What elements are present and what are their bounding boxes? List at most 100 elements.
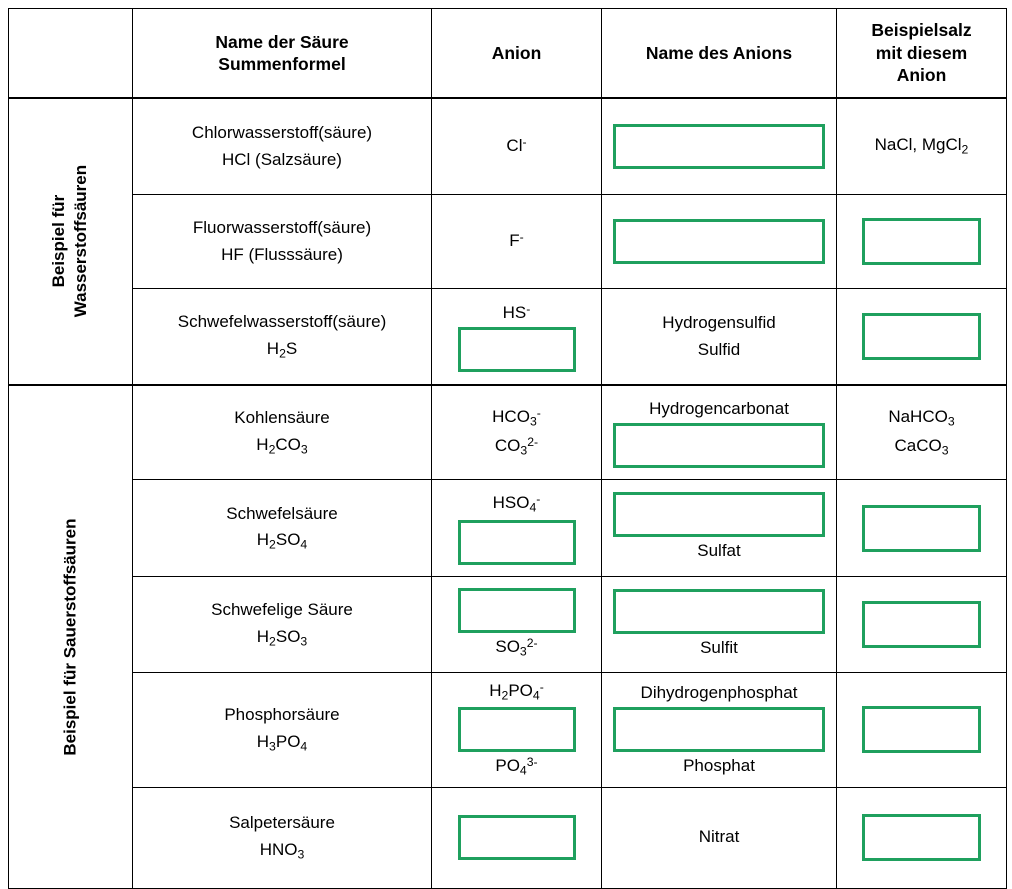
acid-name: Fluorwasserstoff(säure) — [192, 217, 372, 237]
answer-box[interactable] — [613, 588, 825, 634]
cell-stack: SO32- — [432, 580, 601, 670]
acid-name: Kohlensäure — [234, 408, 330, 428]
cell-text: F- — [509, 230, 524, 251]
vertical-label-line1: Beispiel für — [49, 195, 69, 288]
cell-stack — [837, 292, 1006, 382]
header-acid-name-line2: Summenformel — [218, 54, 346, 74]
answer-box[interactable] — [862, 601, 981, 648]
cell-stack — [837, 793, 1006, 883]
anion-cell: HCO3-CO32- — [431, 384, 602, 480]
cell-stack: Cl- — [432, 102, 601, 192]
answer-box[interactable] — [613, 423, 825, 469]
cell-stack — [837, 685, 1006, 775]
answer-box[interactable] — [862, 706, 981, 754]
cell-stack: HSO4- — [432, 483, 601, 573]
acid-formula: H2S — [266, 338, 298, 361]
cell-text: Sulfat — [697, 541, 741, 561]
example-salt-cell — [836, 288, 1007, 386]
anion-cell: HS- — [431, 288, 602, 386]
header-example-salt-line3: Anion — [896, 65, 947, 86]
header-example-salt-line2: mit diesem — [875, 42, 968, 63]
header-example-salt-line1: Beispielsalz — [871, 20, 972, 41]
answer-box[interactable] — [862, 313, 981, 360]
cell-stack — [432, 793, 601, 883]
cell-text: Hydrogencarbonat — [649, 398, 789, 418]
anion-cell: SO32- — [431, 576, 602, 673]
answer-box[interactable] — [613, 707, 825, 753]
cell-text: H2PO4- — [489, 680, 544, 703]
table-row: Schwefelwasserstoff(säure) H2S HS- Hydrogen… — [9, 288, 1007, 386]
vertical-label-text: Beispiel für Sauerstoffsäuren — [59, 518, 81, 755]
cell-text: PO43- — [495, 755, 538, 778]
acid-formula: HCl (Salzsäure) — [222, 149, 342, 169]
acid-formula: HNO3 — [259, 839, 305, 862]
cell-stack: Sulfat — [602, 483, 836, 573]
example-salt-cell: NaCl, MgCl2 — [836, 97, 1007, 195]
vertical-label-line1: Beispiel für Sauerstoffsäuren — [60, 518, 80, 756]
header-acid-name: Name der Säure Summenformel — [132, 8, 432, 99]
anion-name-cell: Hydrogencarbonat — [601, 384, 837, 480]
vertical-label-line2: Wasserstoffsäuren — [71, 165, 91, 318]
answer-box[interactable] — [613, 219, 825, 264]
anion-cell — [431, 786, 602, 889]
acid-cell: Schwefelwasserstoff(säure) H2S — [132, 288, 432, 386]
cell-text: Cl- — [506, 135, 527, 156]
answer-box[interactable] — [613, 124, 825, 169]
acids-anions-table: Name der Säure Summenformel Anion Name d… — [8, 8, 1007, 889]
example-salt-cell — [836, 672, 1007, 788]
cell-stack: Fluorwasserstoff(säure) HF (Flusssäure) — [133, 197, 431, 287]
answer-box[interactable] — [457, 327, 576, 373]
cell-stack: Nitrat — [602, 793, 836, 883]
cell-stack — [837, 483, 1006, 573]
cell-text: HS- — [502, 301, 531, 322]
cell-stack: Schwefelwasserstoff(säure) H2S — [133, 292, 431, 382]
answer-box[interactable] — [862, 504, 981, 552]
cell-text: SO32- — [495, 635, 538, 659]
answer-box[interactable] — [457, 519, 576, 565]
answer-box[interactable] — [862, 218, 981, 265]
answer-box[interactable] — [457, 815, 576, 861]
example-salt-cell — [836, 479, 1007, 577]
acid-name: Schwefelwasserstoff(säure) — [177, 312, 387, 332]
cell-text: CO32- — [494, 434, 539, 458]
anion-cell: Cl- — [431, 97, 602, 195]
acid-formula: H2SO4 — [256, 530, 308, 552]
header-example-salt: Beispielsalz mit diesem Anion — [836, 8, 1007, 99]
vertical-label-wrap: Beispiel für Sauerstoffsäuren — [9, 386, 132, 888]
cell-text: HSO4- — [492, 492, 541, 515]
cell-text: NaHCO3 — [888, 407, 955, 429]
acid-formula: H2CO3 — [256, 434, 308, 457]
cell-text: Hydrogensulfid — [662, 312, 776, 332]
acid-formula: HF (Flusssäure) — [221, 244, 343, 264]
answer-box[interactable] — [457, 707, 576, 753]
answer-box[interactable] — [862, 814, 981, 862]
anion-name-cell: Nitrat — [601, 786, 837, 889]
anion-name-cell: Sulfit — [601, 576, 837, 673]
header-acid-name-line1: Name der Säure — [215, 31, 349, 52]
answer-box[interactable] — [457, 587, 576, 633]
example-salt-cell — [836, 576, 1007, 673]
cell-text: NaCl, MgCl2 — [874, 135, 969, 157]
anion-name-cell — [601, 194, 837, 289]
cell-stack: Sulfit — [602, 580, 836, 670]
acid-cell: Fluorwasserstoff(säure) HF (Flusssäure) — [132, 194, 432, 289]
cell-stack: Chlorwasserstoff(säure)HCl (Salzsäure) — [133, 102, 431, 192]
answer-box[interactable] — [613, 492, 825, 538]
cell-stack: Hydrogencarbonat — [602, 388, 836, 478]
cell-text: Sulfid — [697, 339, 741, 359]
acid-name: Salpetersäure — [229, 813, 335, 833]
